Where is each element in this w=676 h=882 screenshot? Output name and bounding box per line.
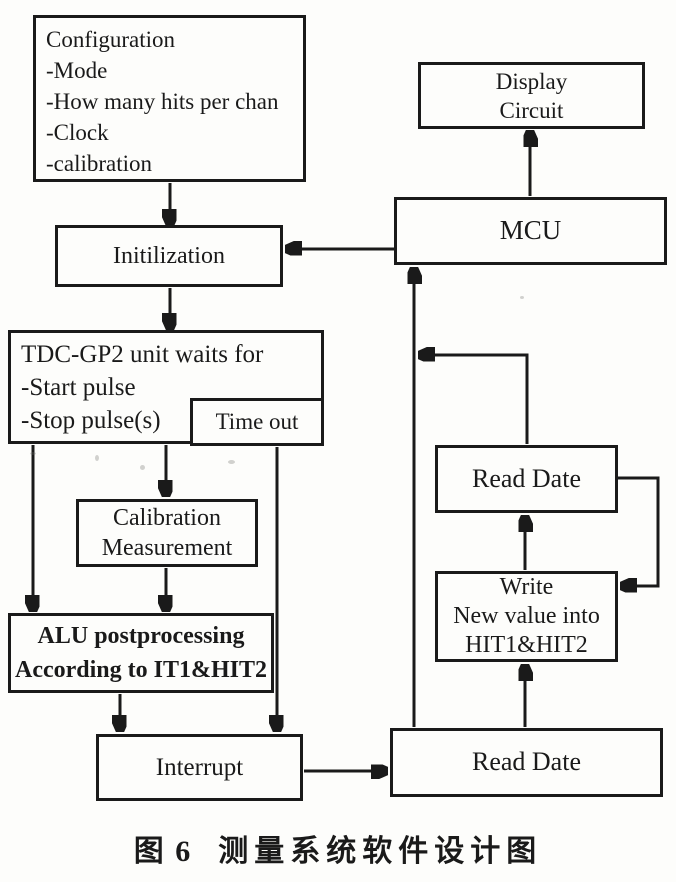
figure-caption: 图 6 测量系统软件设计图 [0, 826, 676, 870]
figure-title: 测量系统软件设计图 [218, 835, 543, 868]
scan-speck [520, 296, 524, 299]
node-label: Measurement [101, 535, 233, 561]
node-read-date-bottom: Read Date [390, 728, 663, 797]
node-time-out: Time out [190, 398, 324, 446]
scan-speck [30, 452, 36, 455]
node-configuration: Configuration -Mode -How many hits per c… [33, 15, 306, 182]
node-write-new-value: Write New value into HIT1&HIT2 [435, 571, 618, 662]
node-label: Initilization [113, 243, 225, 269]
node-label: Calibration [113, 505, 221, 531]
node-label: TDC-GP2 unit waits for [21, 341, 264, 368]
node-label: Interrupt [155, 753, 244, 781]
node-label: HIT1&HIT2 [465, 632, 588, 658]
node-read-date-top: Read Date [435, 445, 618, 513]
node-label: ALU postprocessing [37, 623, 245, 649]
node-label: -How many hits per chan [46, 89, 279, 114]
node-calibration-measurement: Calibration Measurement [76, 499, 258, 567]
node-label: Circuit [499, 97, 564, 123]
node-label: Read Date [471, 747, 581, 777]
node-label: Read Date [471, 463, 581, 493]
node-label: -Mode [46, 58, 108, 83]
node-label: -Clock [46, 120, 109, 145]
node-label: Display [495, 68, 568, 94]
scan-speck [140, 465, 145, 470]
node-label: -calibration [46, 151, 153, 176]
arrow-read-date-top-loop-to-write [618, 476, 660, 586]
node-alu-postprocessing: ALU postprocessing According to IT1&HIT2 [8, 613, 274, 693]
node-display-circuit: Display Circuit [418, 62, 645, 129]
node-label: Write [499, 574, 554, 600]
scan-speck [95, 455, 99, 461]
node-label: MCU [499, 215, 562, 246]
node-initilization: Initilization [55, 225, 283, 287]
node-tdc-gp2-waits: TDC-GP2 unit waits for -Start pulse -Sto… [8, 330, 324, 444]
arrow-read-date-top-to-mcu-line [421, 355, 529, 444]
node-label: Time out [215, 408, 299, 434]
node-label: -Stop pulse(s) [21, 407, 161, 434]
scan-speck [228, 460, 235, 464]
node-mcu: MCU [394, 197, 667, 265]
node-label: -Start pulse [21, 374, 136, 401]
node-label: Configuration [46, 27, 176, 52]
node-label: New value into [453, 603, 600, 629]
node-interrupt: Interrupt [96, 734, 303, 801]
figure-number: 图 6 [133, 835, 193, 868]
node-label: According to IT1&HIT2 [15, 657, 267, 683]
